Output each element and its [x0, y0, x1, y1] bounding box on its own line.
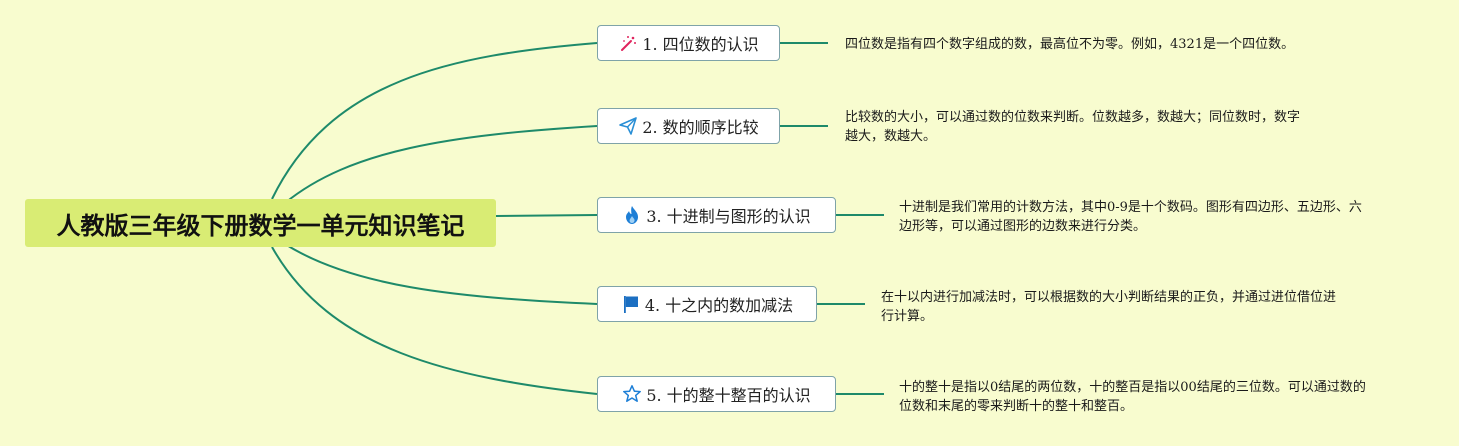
branch-topic-1[interactable]: 1. 四位数的认识	[597, 25, 780, 61]
note-line: 比较数的大小，可以通过数的位数来判断。位数越多，数越大；同位数时，数字	[845, 110, 1301, 125]
branch-topic-4[interactable]: 4. 十之内的数加减法	[597, 286, 817, 322]
root-title: 人教版三年级下册数学一单元知识笔记	[56, 211, 465, 240]
magic-wand-icon	[618, 33, 638, 53]
note-line: 十的整十是指以0结尾的两位数，十的整百是指以00结尾的三位数。可以通过数的	[899, 380, 1366, 395]
root-topic[interactable]: 人教版三年级下册数学一单元知识笔记	[25, 199, 496, 247]
branch-topic-3[interactable]: 3. 十进制与图形的认识	[597, 197, 836, 233]
branch-label-4: 4. 十之内的数加减法	[644, 296, 794, 315]
fire-icon	[622, 205, 642, 225]
branch-topic-2[interactable]: 2. 数的顺序比较	[597, 108, 780, 144]
note-line: 四位数是指有四个数字组成的数，最高位不为零。例如，4321是一个四位数。	[845, 37, 1295, 52]
paper-plane-icon	[618, 116, 638, 136]
branch-note-4: 在十以内进行加减法时，可以根据数的大小判断结果的正负，并通过进位借位进 行计算。	[881, 288, 1401, 326]
star-outline-icon	[622, 384, 642, 404]
connector-root-branch-5	[271, 246, 598, 395]
note-line: 位数和末尾的零来判断十的整十和整百。	[899, 399, 1134, 414]
branch-note-2: 比较数的大小，可以通过数的位数来判断。位数越多，数越大；同位数时，数字 越大，数…	[845, 108, 1355, 146]
branch-label-3: 3. 十进制与图形的认识	[646, 207, 811, 226]
branch-label-1: 1. 四位数的认识	[642, 35, 759, 54]
branch-label-5: 5. 十的整十整百的认识	[646, 386, 811, 405]
connector-root-branch-3	[495, 214, 598, 217]
note-line: 越大，数越大。	[845, 129, 937, 144]
connector-root-branch-1	[271, 42, 598, 200]
note-line: 边形等，可以通过图形的边数来进行分类。	[899, 219, 1147, 234]
branch-note-1: 四位数是指有四个数字组成的数，最高位不为零。例如，4321是一个四位数。	[845, 35, 1365, 54]
flag-icon	[621, 294, 641, 314]
branch-label-2: 2. 数的顺序比较	[642, 118, 759, 137]
branch-note-5: 十的整十是指以0结尾的两位数，十的整百是指以00结尾的三位数。可以通过数的 位数…	[899, 378, 1419, 416]
branch-note-3: 十进制是我们常用的计数方法，其中0-9是十个数码。图形有四边形、五边形、六 边形…	[899, 198, 1419, 236]
note-line: 十进制是我们常用的计数方法，其中0-9是十个数码。图形有四边形、五边形、六	[899, 200, 1362, 215]
note-line: 在十以内进行加减法时，可以根据数的大小判断结果的正负，并通过进位借位进	[881, 290, 1337, 305]
branch-topic-5[interactable]: 5. 十的整十整百的认识	[597, 376, 836, 412]
connector-root-branch-4	[284, 243, 598, 305]
note-line: 行计算。	[881, 309, 934, 324]
connector-root-branch-2	[284, 125, 598, 204]
